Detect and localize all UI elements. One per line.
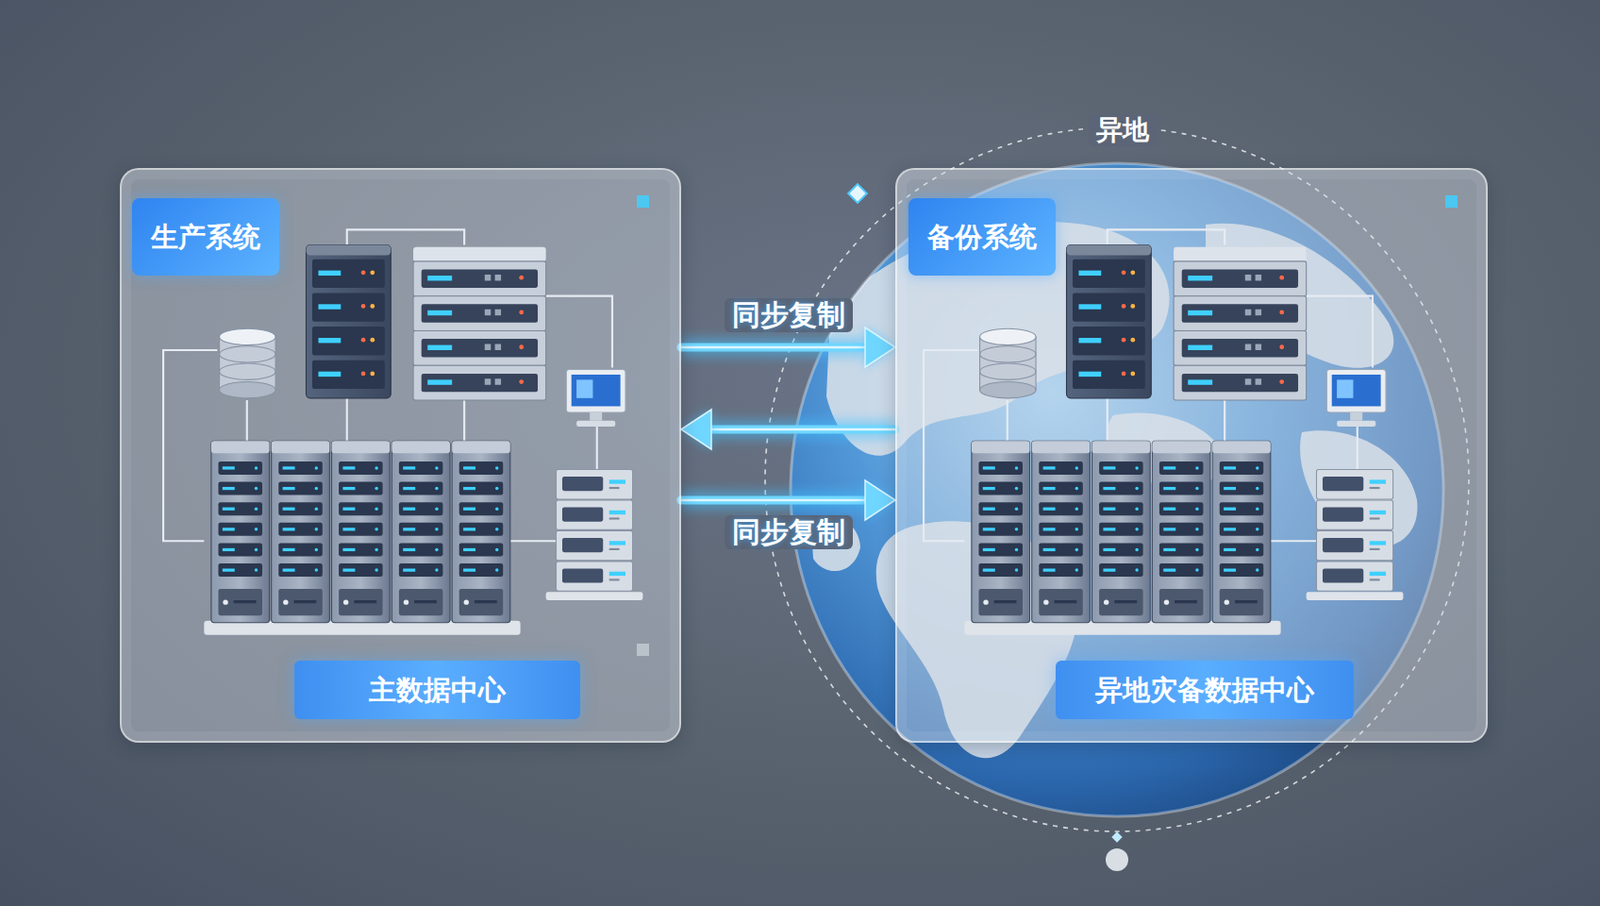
system-panel: 备份系统异地灾备数据中心 bbox=[895, 167, 1488, 743]
region-label: 异地 bbox=[1088, 114, 1157, 147]
arrow-head-glow bbox=[865, 480, 896, 520]
label-slot: 同步复制 bbox=[724, 298, 853, 333]
arrow-shaft bbox=[681, 343, 866, 352]
arrow-head-glow bbox=[681, 409, 712, 450]
sync-arrow bbox=[681, 480, 896, 520]
arrow-shaft bbox=[711, 425, 896, 434]
text-slot: 主数据中心 bbox=[294, 660, 581, 719]
center-band: 异地灾备数据中心 bbox=[1055, 660, 1354, 719]
sync-arrow bbox=[681, 327, 896, 367]
edge-label: 同步复制 bbox=[724, 298, 853, 333]
arrow-shaft bbox=[681, 496, 866, 505]
center-band: 主数据中心 bbox=[294, 660, 581, 719]
backup-equipment bbox=[923, 229, 1403, 634]
text-slot: 备份系统 bbox=[908, 198, 1056, 276]
arrow-head bbox=[681, 409, 712, 450]
arrow-glow bbox=[681, 337, 866, 357]
arrow-glow bbox=[681, 490, 866, 510]
arrow-head bbox=[865, 480, 896, 520]
corner-mark bbox=[636, 643, 650, 656]
text-slot: 异地灾备数据中心 bbox=[1055, 660, 1354, 719]
arrow-core bbox=[681, 346, 866, 350]
system-badge: 生产系统 bbox=[132, 198, 280, 276]
text-slot: 生产系统 bbox=[132, 198, 280, 276]
arrow-core bbox=[681, 499, 866, 502]
corner-mark bbox=[636, 195, 650, 208]
arrow-head-glow bbox=[865, 327, 896, 367]
sync-arrow bbox=[681, 409, 896, 450]
arrow-core bbox=[711, 428, 896, 432]
label-slot: 异地 bbox=[1088, 114, 1157, 147]
primary-equipment bbox=[163, 229, 643, 634]
system-badge: 备份系统 bbox=[908, 198, 1056, 276]
sparkle bbox=[848, 183, 867, 203]
corner-mark bbox=[1445, 195, 1458, 208]
system-panel: 生产系统主数据中心 bbox=[119, 167, 682, 743]
arrow-glow bbox=[711, 419, 896, 439]
orbit-dot bbox=[1105, 848, 1129, 871]
sparkle bbox=[1111, 831, 1122, 842]
edge-label: 同步复制 bbox=[724, 515, 853, 550]
continent bbox=[811, 518, 861, 572]
label-slot: 同步复制 bbox=[724, 515, 853, 550]
arrow-head bbox=[865, 327, 896, 367]
